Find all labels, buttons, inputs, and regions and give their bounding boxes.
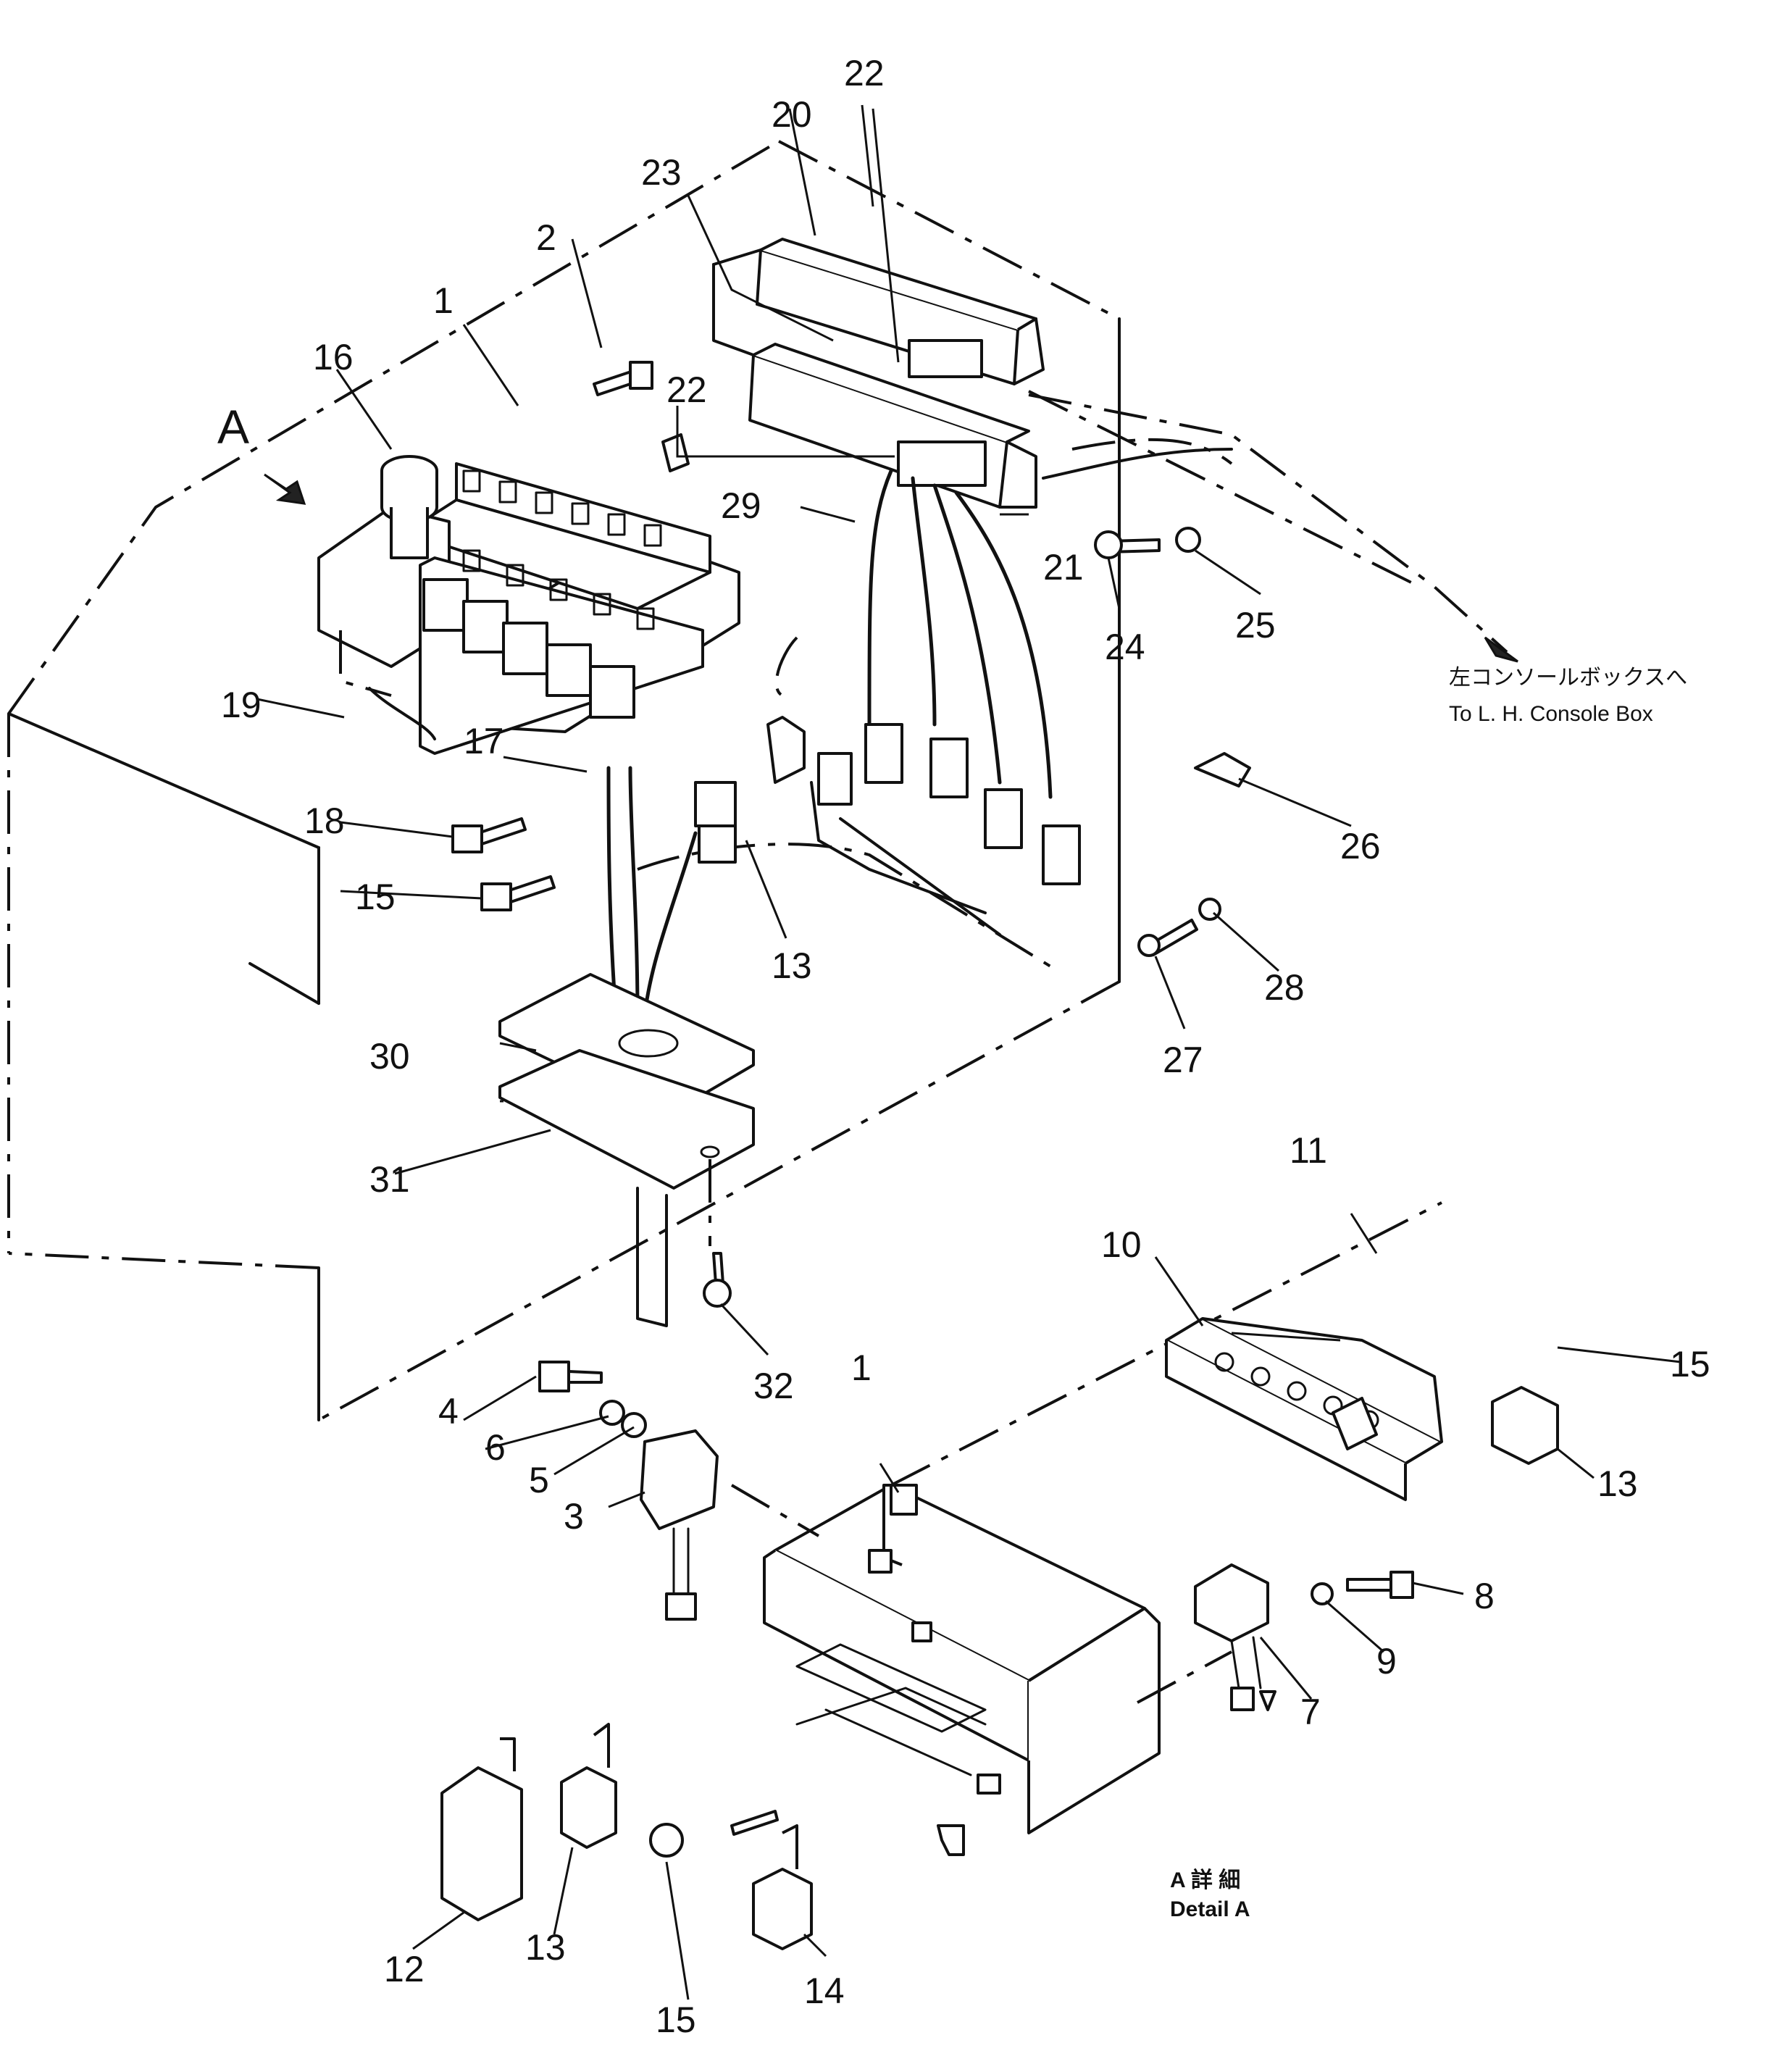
- callout-11: 11: [1290, 1130, 1327, 1171]
- callout-31: 31: [369, 1159, 410, 1200]
- callout-15-lower: 15: [656, 2000, 696, 2040]
- hardware-lower: [538, 1361, 1414, 1858]
- callout-32: 32: [753, 1366, 794, 1406]
- connector-blocks: [712, 238, 1045, 509]
- callout-13-detail: 13: [1597, 1463, 1638, 1504]
- callout-6: 6: [485, 1427, 506, 1468]
- callout-14: 14: [804, 1971, 845, 2011]
- view-marker-a: A: [217, 400, 249, 454]
- callout-5: 5: [529, 1460, 549, 1500]
- wire-harness: [606, 390, 1421, 1016]
- destination-note-english: To L. H. Console Box: [1449, 702, 1653, 726]
- callout-29: 29: [721, 485, 761, 526]
- cab-outline: [7, 140, 1121, 1421]
- detail-note-japanese: A 詳 細: [1170, 1868, 1240, 1892]
- callout-21: 21: [1043, 547, 1084, 588]
- callout-12: 12: [384, 1949, 425, 1989]
- callout-28: 28: [1264, 967, 1305, 1008]
- relay-block-upper: [317, 455, 740, 755]
- callout-20: 20: [772, 94, 812, 135]
- console-box-arrow: [1028, 393, 1518, 663]
- callout-24: 24: [1105, 627, 1145, 667]
- callout-25: 25: [1235, 605, 1276, 646]
- callout-15-detail: 15: [1670, 1344, 1710, 1384]
- callout-26: 26: [1340, 826, 1381, 866]
- callout-3: 3: [564, 1496, 584, 1537]
- relays-lower: [440, 1723, 813, 1950]
- callout-13: 13: [772, 945, 812, 986]
- callout-2: 2: [536, 217, 556, 258]
- callout-1: 1: [433, 280, 454, 321]
- detail-note-english: Detail A: [1170, 1897, 1250, 1921]
- leader-lines: [256, 104, 1681, 2000]
- grommet-plates: [498, 973, 755, 1327]
- notes: 左コンソールボックスへ To L. H. Console Box A 詳 細 D…: [1170, 666, 1687, 1921]
- destination-note-japanese: 左コンソールボックスへ: [1449, 666, 1687, 690]
- callout-10: 10: [1101, 1224, 1142, 1265]
- callout-4: 4: [438, 1391, 459, 1432]
- callout-27: 27: [1163, 1040, 1203, 1080]
- callout-22: 22: [844, 53, 885, 93]
- callout-22-lower: 22: [666, 369, 707, 410]
- callout-15: 15: [355, 877, 396, 917]
- relay-plate-10: [1165, 1317, 1559, 1501]
- relay-terminals: [462, 469, 662, 630]
- callout-1-detail: 1: [851, 1348, 872, 1388]
- callout-8: 8: [1474, 1576, 1495, 1616]
- callout-labels: A 1 2 3 4 5 6 7 8 9 10 11 12 13 14 15 16…: [217, 53, 1710, 2040]
- callout-18: 18: [304, 801, 345, 841]
- bolts-upper: [264, 361, 1251, 1308]
- callout-19: 19: [221, 685, 262, 725]
- callout-9: 9: [1376, 1641, 1397, 1682]
- callout-7: 7: [1300, 1692, 1321, 1732]
- callout-23: 23: [641, 152, 682, 193]
- relay-switch-16: [380, 455, 438, 559]
- callout-13-lower: 13: [525, 1927, 566, 1968]
- detail-a-bracket: [730, 1201, 1442, 1856]
- callout-17: 17: [464, 721, 504, 761]
- callout-30: 30: [369, 1036, 410, 1077]
- callout-16: 16: [313, 337, 354, 377]
